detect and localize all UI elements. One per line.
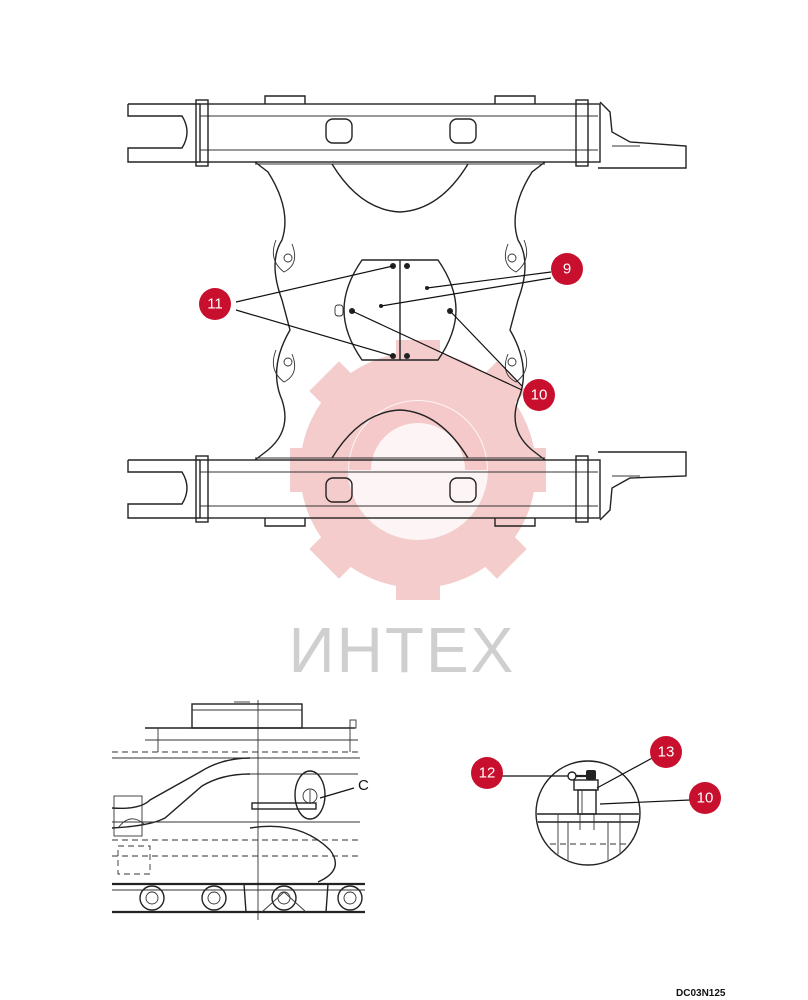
callout-11-label: 11 (207, 296, 223, 313)
detail-c-view (500, 755, 691, 866)
callout-13-label: 13 (658, 744, 675, 761)
detail-c-marker (294, 770, 326, 820)
callout-10-detail-label: 10 (697, 790, 714, 807)
bottom-rail (127, 451, 687, 527)
callout-13: 13 (650, 736, 682, 768)
bolt-11-top-right (404, 263, 410, 269)
callout-12-label: 12 (479, 765, 496, 782)
center-carbody (254, 161, 546, 461)
callout-10-top-label: 10 (531, 387, 548, 404)
frame-top-view (127, 95, 687, 527)
watermark-text: ИНТЕХ (289, 614, 516, 686)
track-rollers (139, 883, 363, 913)
side-view: C (111, 700, 369, 920)
callout-12: 12 (471, 757, 503, 789)
center-plate (334, 259, 457, 361)
callout-9: 9 (551, 253, 583, 285)
detail-letter: C (358, 777, 369, 794)
callout-10-detail: 10 (689, 782, 721, 814)
callout-9-label: 9 (563, 261, 571, 278)
top-rail (127, 95, 687, 169)
drawing-code: DC03N125 (676, 988, 726, 999)
leaders-top (235, 265, 552, 391)
callout-11: 11 (199, 288, 231, 320)
callout-10-top: 10 (523, 379, 555, 411)
watermark: ИНТЕХ (289, 340, 546, 686)
bolt-11-bottom-right (404, 353, 410, 359)
